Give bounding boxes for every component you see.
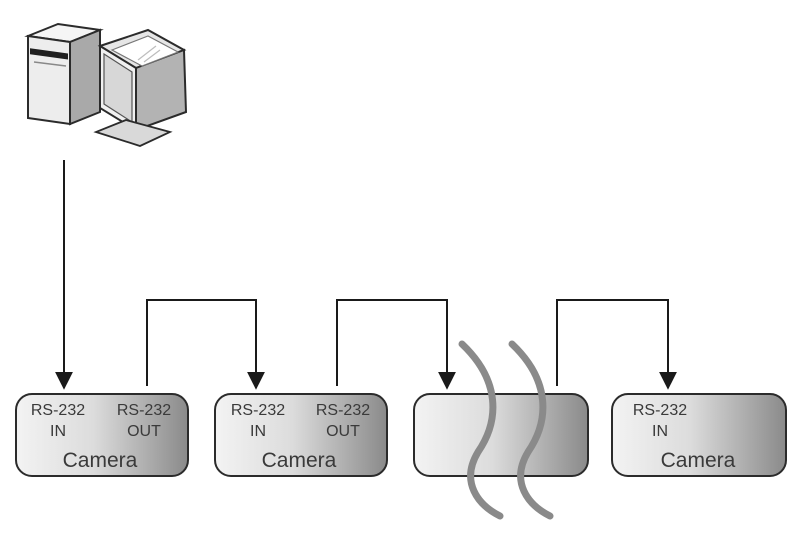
connection-wires: [55, 160, 677, 390]
camera-box-1: RS-232 IN RS-232 OUT Camera: [15, 393, 189, 477]
desktop-computer-icon: [24, 22, 188, 147]
camera2-port-in-sub: IN: [250, 423, 266, 440]
camera2-to-next-wire: [336, 299, 456, 390]
previous-to-camera3-wire: [556, 299, 677, 390]
camera3-label: Camera: [661, 449, 736, 472]
camera1-port-out-label: RS-232: [117, 402, 171, 419]
camera2-port-out-sub: OUT: [326, 423, 360, 440]
camera2-label: Camera: [262, 449, 337, 472]
camera2-port-in-label: RS-232: [231, 402, 285, 419]
camera-box-3: RS-232 IN Camera: [611, 393, 787, 477]
chain-break-mark: [458, 340, 554, 520]
camera2-port-out-label: RS-232: [316, 402, 370, 419]
camera3-port-in-sub: IN: [652, 423, 668, 440]
camera1-port-out-sub: OUT: [127, 423, 161, 440]
camera1-label: Camera: [63, 449, 138, 472]
camera3-port-in-label: RS-232: [633, 402, 687, 419]
camera1-port-in-sub: IN: [50, 423, 66, 440]
camera1-port-in-label: RS-232: [31, 402, 85, 419]
camera-box-2: RS-232 IN RS-232 OUT Camera: [214, 393, 388, 477]
camera1-to-camera2-wire: [146, 299, 265, 390]
omitted-cameras-box: [413, 393, 589, 477]
